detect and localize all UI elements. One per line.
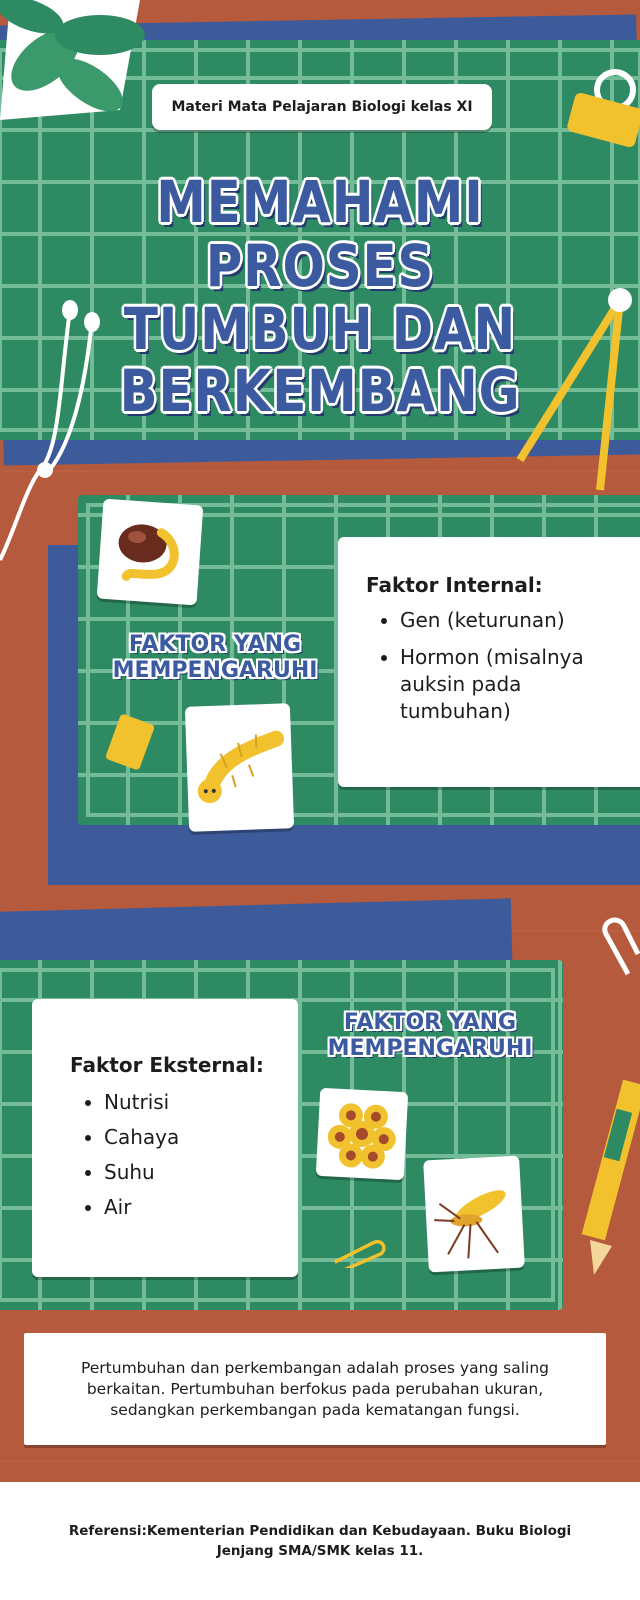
- list-item: Hormon (misalnya auksin pada tumbuhan): [400, 644, 610, 725]
- seed-sprout-icon: [118, 524, 179, 581]
- footer: Referensi:Kementerian Pendidikan dan Keb…: [0, 1482, 640, 1600]
- paperclip-icon: [602, 917, 640, 976]
- section-label-line-1: FAKTOR YANG: [343, 1010, 517, 1035]
- section-label-line-2: MEMPENGARUHI: [112, 658, 318, 683]
- summary-card: Pertumbuhan dan perkembangan adalah pros…: [24, 1333, 606, 1445]
- external-heading: Faktor Eksternal:: [70, 1053, 264, 1077]
- paperclip-icon: [333, 1239, 386, 1268]
- page-title: MEMAHAMI PROSES TUMBUH DAN BERKEMBANG: [20, 170, 620, 422]
- internal-list: Gen (keturunan) Hormon (misalnya auksin …: [366, 607, 640, 725]
- cutting-mat-header: [0, 40, 640, 440]
- wood-grain: [0, 470, 640, 472]
- list-item: Suhu: [104, 1155, 298, 1190]
- external-factors-card: Faktor Eksternal: Nutrisi Cahaya Suhu Ai…: [32, 999, 298, 1277]
- subject-label: Materi Mata Pelajaran Biologi kelas XI: [171, 99, 473, 115]
- binder-clip-icon: [567, 69, 640, 148]
- seed-photo: [96, 498, 204, 606]
- larva-icon: [197, 730, 285, 804]
- internal-factors-card: Faktor Internal: Gen (keturunan) Hormon …: [338, 537, 640, 787]
- list-item: Nutrisi: [104, 1085, 298, 1120]
- list-item: Gen (keturunan): [400, 607, 640, 634]
- section-label-line-2: MEMPENGARUHI: [327, 1036, 533, 1061]
- mosquito-photo: [423, 1155, 525, 1273]
- mosquito-icon: [434, 1190, 506, 1259]
- pencil-icon: [581, 1079, 640, 1275]
- wood-grain: [0, 1460, 640, 1462]
- title-line-2: TUMBUH DAN: [123, 295, 517, 363]
- compass-icon: [516, 288, 632, 491]
- title-line-1: MEMAHAMI PROSES: [156, 168, 484, 300]
- larva-photo: [184, 703, 295, 832]
- subject-pill: Materi Mata Pelajaran Biologi kelas XI: [152, 84, 492, 130]
- plant-icon: [0, 0, 145, 120]
- pollen-photo: [315, 1087, 409, 1181]
- section-label-line-1: FAKTOR YANG: [128, 632, 302, 657]
- internal-heading: Faktor Internal:: [366, 573, 543, 597]
- section-label-internal: FAKTOR YANG MEMPENGARUHI: [110, 632, 320, 684]
- summary-text: Pertumbuhan dan perkembangan adalah pros…: [80, 1358, 550, 1419]
- section-label-external: FAKTOR YANG MEMPENGARUHI: [325, 1010, 535, 1062]
- external-list: Nutrisi Cahaya Suhu Air: [70, 1085, 298, 1225]
- list-item: Cahaya: [104, 1120, 298, 1155]
- title-line-3: BERKEMBANG: [119, 357, 521, 425]
- list-item: Air: [104, 1190, 298, 1225]
- reference-text: Referensi:Kementerian Pendidikan dan Keb…: [68, 1523, 572, 1559]
- earphones-icon: [0, 300, 100, 561]
- pollen-cells-icon: [327, 1103, 396, 1169]
